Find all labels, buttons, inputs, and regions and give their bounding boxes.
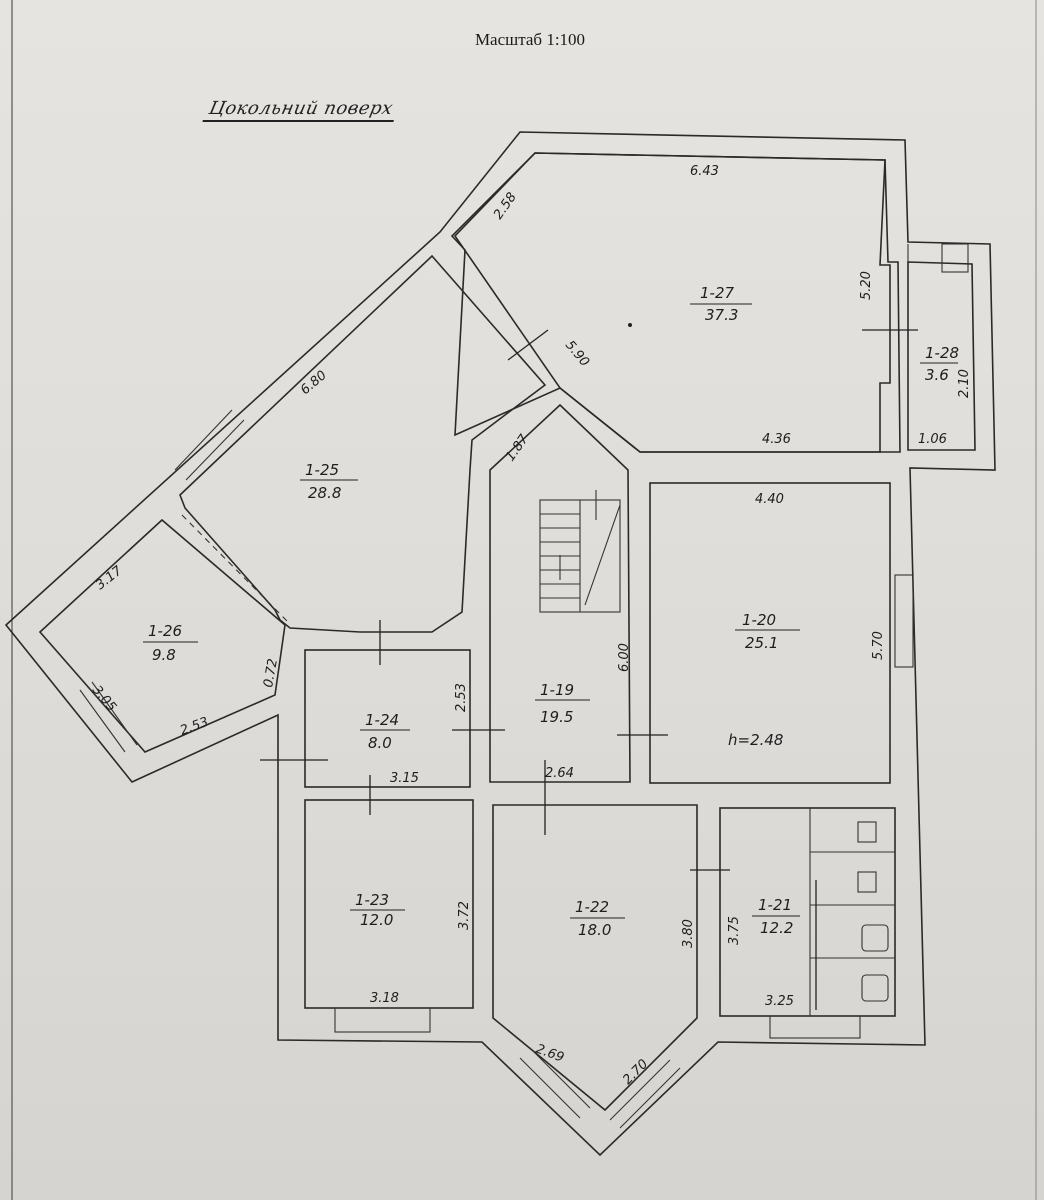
dim-375: 3.75 xyxy=(727,916,742,945)
room-1-25-id: 1-25 xyxy=(305,461,339,479)
room-1-22-wall xyxy=(492,804,698,1112)
dim-440: 4.40 xyxy=(755,492,784,507)
room-1-20-height: h=2.48 xyxy=(728,731,783,749)
dim-317: 3.17 xyxy=(93,563,126,593)
dim-520: 5.20 xyxy=(859,271,874,300)
wc-fixtures xyxy=(809,808,895,1016)
room-1-26-window-b xyxy=(91,681,138,746)
scale-label: Масштаб 1:100 xyxy=(474,30,586,49)
room-1-27-id: 1-27 xyxy=(700,284,734,302)
room-1-28-window-frame xyxy=(941,243,969,273)
dim-253: 2.53 xyxy=(178,715,210,739)
room-1-26-dashed-boundary xyxy=(181,514,289,623)
room-1-23-area: 12.0 xyxy=(360,911,393,929)
dim-269: 2.69 xyxy=(534,1042,566,1066)
room-1-24-area: 8.0 xyxy=(368,734,392,752)
room-1-22-window-a xyxy=(519,1057,581,1119)
dim-590: 5.90 xyxy=(562,338,592,370)
dim-253b: 2.53 xyxy=(454,683,469,712)
room-1-22-window-b xyxy=(529,1047,591,1109)
room-1-27-wall xyxy=(453,152,891,453)
dim-210: 2.10 xyxy=(957,369,972,398)
room-1-26-window-a xyxy=(79,689,126,753)
room-1-22-id: 1-22 xyxy=(575,898,609,916)
dim-325: 3.25 xyxy=(765,994,794,1009)
room-labels: 1-27 37.3 1-28 3.6 1-25 28.8 1-26 9.8 1-… xyxy=(143,284,959,939)
outer-wall-exterior xyxy=(4,131,996,1157)
room-1-22-window-d xyxy=(619,1067,681,1129)
room-1-21-area: 12.2 xyxy=(760,919,793,937)
room-1-26-area: 9.8 xyxy=(152,646,176,664)
room-1-25-window-b xyxy=(185,419,245,481)
staircase xyxy=(539,490,621,613)
room-1-21-id: 1-21 xyxy=(758,896,792,914)
room-1-20-wall xyxy=(649,482,891,784)
dim-187: 1.87 xyxy=(503,431,532,464)
door-marks xyxy=(260,329,918,1010)
room-1-25-window-a xyxy=(174,409,233,471)
room-1-25-area: 28.8 xyxy=(308,484,341,502)
room-1-27-area: 37.3 xyxy=(705,306,738,324)
dim-600: 6.00 xyxy=(617,643,632,672)
outer-wall-interior xyxy=(450,152,901,453)
room-1-20-window xyxy=(894,574,914,668)
dim-570: 5.70 xyxy=(871,631,886,660)
room-1-22-window-c xyxy=(609,1059,671,1121)
dim-318: 3.18 xyxy=(370,991,399,1006)
room-1-24-wall xyxy=(304,649,471,788)
dimension-labels: 6.43 2.58 5.20 2.10 4.36 1.06 6.80 5.90 … xyxy=(89,164,972,1088)
room-1-19-id: 1-19 xyxy=(540,681,574,699)
room-1-25-wall xyxy=(179,254,547,633)
room-1-20-area: 25.1 xyxy=(745,634,778,652)
dim-680: 6.80 xyxy=(298,368,330,398)
room-1-21-window xyxy=(769,1015,861,1039)
room-1-19-area: 19.5 xyxy=(540,708,573,726)
dim-315: 3.15 xyxy=(390,771,419,786)
room-1-24-id: 1-24 xyxy=(365,711,399,729)
dim-072: 0.72 xyxy=(261,658,281,689)
room-1-23-id: 1-23 xyxy=(355,891,389,909)
room-1-22-area: 18.0 xyxy=(578,921,611,939)
room-1-28-id: 1-28 xyxy=(925,344,959,362)
dim-380: 3.80 xyxy=(681,919,696,948)
dim-436: 4.36 xyxy=(762,432,791,447)
room-1-28-wall xyxy=(907,261,976,451)
room-1-20-id: 1-20 xyxy=(742,611,776,629)
room-1-21-wall xyxy=(719,807,896,1017)
room-1-26-id: 1-26 xyxy=(148,622,182,640)
room-1-23-window xyxy=(334,1007,431,1033)
dim-264: 2.64 xyxy=(545,766,574,781)
room-1-28-area: 3.6 xyxy=(925,366,949,384)
dim-106: 1.06 xyxy=(918,432,947,447)
dim-643: 6.43 xyxy=(690,164,719,179)
dim-305: 3.05 xyxy=(89,683,119,715)
dim-372: 3.72 xyxy=(457,901,472,930)
